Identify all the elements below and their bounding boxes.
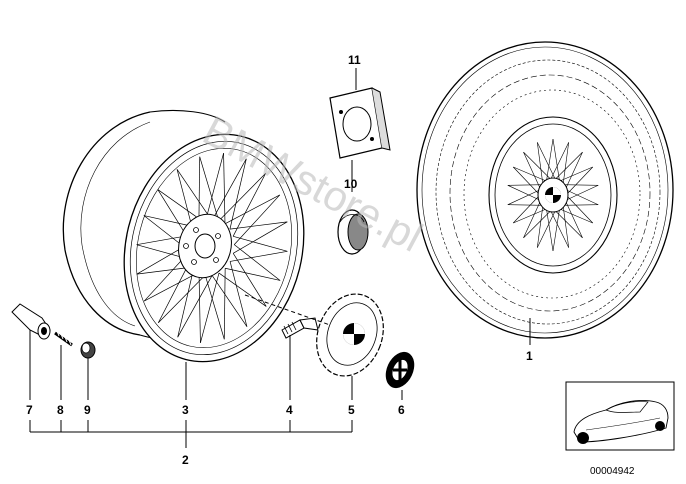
wheel-spoke [232, 173, 266, 237]
wheel-spoke [523, 151, 551, 180]
wheel-spoke [211, 275, 248, 327]
valve-cap [80, 341, 96, 359]
callout-1: 1 [526, 349, 533, 363]
callout-3: 3 [182, 403, 189, 417]
valve-stem [11, 303, 51, 340]
adapter-plate [329, 87, 391, 159]
callout-9: 9 [84, 403, 91, 417]
center-cap [337, 209, 369, 255]
wheel-spoke [552, 138, 560, 182]
wheel-spoke [199, 156, 220, 221]
callout-10: 10 [344, 177, 358, 191]
wheel-spoke [550, 142, 569, 180]
callout-4: 4 [286, 403, 293, 417]
wheel-spoke [565, 200, 583, 239]
wheel-spoke [565, 194, 593, 224]
callout-7: 7 [26, 403, 33, 417]
wheel-spoke [559, 208, 593, 224]
wheel-spoke [230, 250, 288, 262]
wheel-spoke [144, 271, 200, 302]
wheel-bolt [281, 317, 319, 339]
wheel-spoke [234, 244, 281, 281]
wheel-spoke [555, 210, 583, 239]
wheel-spoke [507, 184, 543, 186]
wheel-spoke [218, 272, 267, 307]
wheel-spoke [565, 166, 593, 196]
wheel-spoke [218, 172, 266, 222]
wheel-spoke [229, 261, 248, 327]
callout-8: 8 [57, 403, 64, 417]
wheel-spoke [537, 142, 556, 180]
complete-wheel-with-tire [416, 41, 674, 339]
hub-cap [316, 293, 384, 377]
callout-2: 2 [182, 453, 189, 467]
wheel-spoke [523, 151, 541, 190]
wheel-spoke [552, 208, 560, 252]
emblem-badge [385, 351, 415, 389]
wheel-spoke [232, 253, 267, 307]
wheel-spoke [565, 151, 583, 190]
wheel-spoke [233, 221, 288, 254]
wheel-spoke [550, 210, 569, 248]
wheel-spoke [177, 275, 213, 338]
wheel-spoke [224, 194, 280, 225]
wheel-spoke [225, 267, 281, 281]
wheel-spoke [233, 194, 281, 245]
wheel-spoke [229, 221, 288, 230]
light-alloy-rim [62, 109, 305, 363]
wheel-spoke [563, 184, 599, 186]
wheel-spoke [229, 158, 247, 230]
wheel-spoke [523, 200, 541, 239]
wheel-spoke [233, 235, 288, 252]
wheel-spoke [507, 204, 543, 206]
wheel-spoke [513, 166, 541, 196]
car-location-inset [565, 381, 675, 451]
leader-lines [29, 68, 531, 448]
wheel-spoke [546, 208, 554, 252]
wheel-spoke [555, 151, 583, 180]
wheel-spoke [562, 205, 570, 248]
wheel-spoke [176, 169, 213, 221]
wheel-spoke [223, 153, 226, 224]
wheel-spoke [204, 153, 224, 224]
callout-6: 6 [398, 403, 405, 417]
wheel-spoke [204, 275, 225, 340]
wheel-spoke [546, 138, 554, 182]
wheel-spoke [536, 205, 544, 248]
wheel-spoke [198, 272, 201, 343]
wheel-spoke [537, 210, 556, 248]
wheel-spoke [562, 142, 570, 185]
wheel-spoke [177, 266, 195, 338]
wheel-spoke [200, 272, 220, 343]
wheel-spoke [211, 158, 247, 221]
wheel-spoke [513, 194, 541, 224]
wheel-spoke [507, 185, 541, 201]
wheel-spoke [513, 208, 547, 224]
callout-5: 5 [348, 403, 355, 417]
wheel-spoke [523, 210, 551, 239]
valve-insert [54, 330, 73, 347]
wheel-spoke [223, 268, 226, 340]
wheel-spoke [507, 189, 541, 205]
wheel-spoke [536, 142, 544, 185]
wheel-spoke [563, 204, 599, 206]
wheel-spoke [158, 274, 206, 324]
diagram-reference-number: 00004942 [590, 466, 635, 477]
wheel-spoke [559, 166, 593, 182]
wheel-spoke [513, 166, 547, 182]
wheel-spoke [565, 185, 599, 201]
wheel-spoke [565, 189, 599, 205]
callout-11: 11 [348, 53, 361, 67]
